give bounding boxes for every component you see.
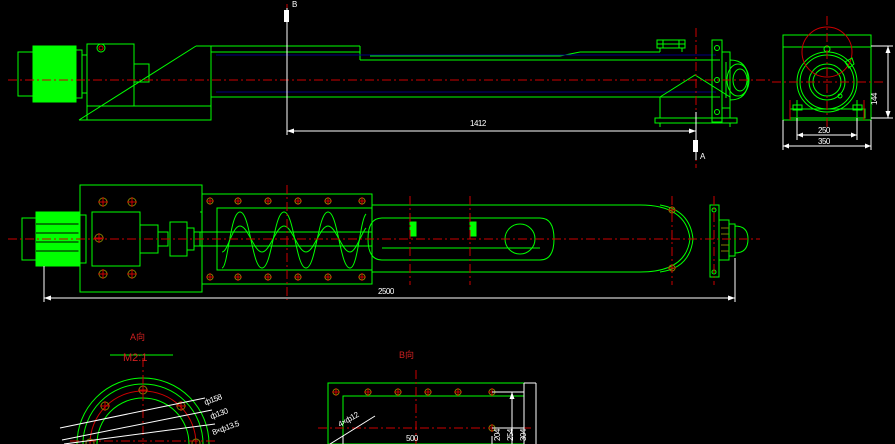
end-view-dimensions (782, 45, 893, 150)
dimension-2500-text: 2500 (378, 287, 394, 296)
dimension-2500 (43, 258, 736, 302)
end-view-geometry (772, 16, 884, 128)
section-marks (284, 4, 698, 168)
plan-view-geometry (8, 184, 760, 300)
detail-b-geometry (318, 370, 537, 444)
section-mark-a-label: A (700, 152, 705, 161)
detail-a-title: A向 (130, 332, 146, 342)
detail-b-title: B向 (399, 350, 415, 360)
dimension-250-text: 250 (818, 126, 830, 135)
front-elevation-geometry (8, 39, 770, 127)
detail-a-scale: M2:1 (123, 352, 148, 364)
dimension-204-text: 204 (493, 429, 502, 441)
section-mark-b-label: B (292, 0, 297, 9)
dimension-1412 (286, 122, 697, 135)
dimension-500-text: 500 (406, 434, 418, 443)
detail-a-geometry (59, 354, 216, 444)
dimension-350-text: 350 (818, 137, 830, 146)
dimension-304-text: 304 (519, 429, 528, 441)
dimension-254-text: 254 (506, 429, 515, 441)
dimension-144-text: 144 (870, 93, 879, 105)
dimension-1412-text: 1412 (470, 119, 486, 128)
